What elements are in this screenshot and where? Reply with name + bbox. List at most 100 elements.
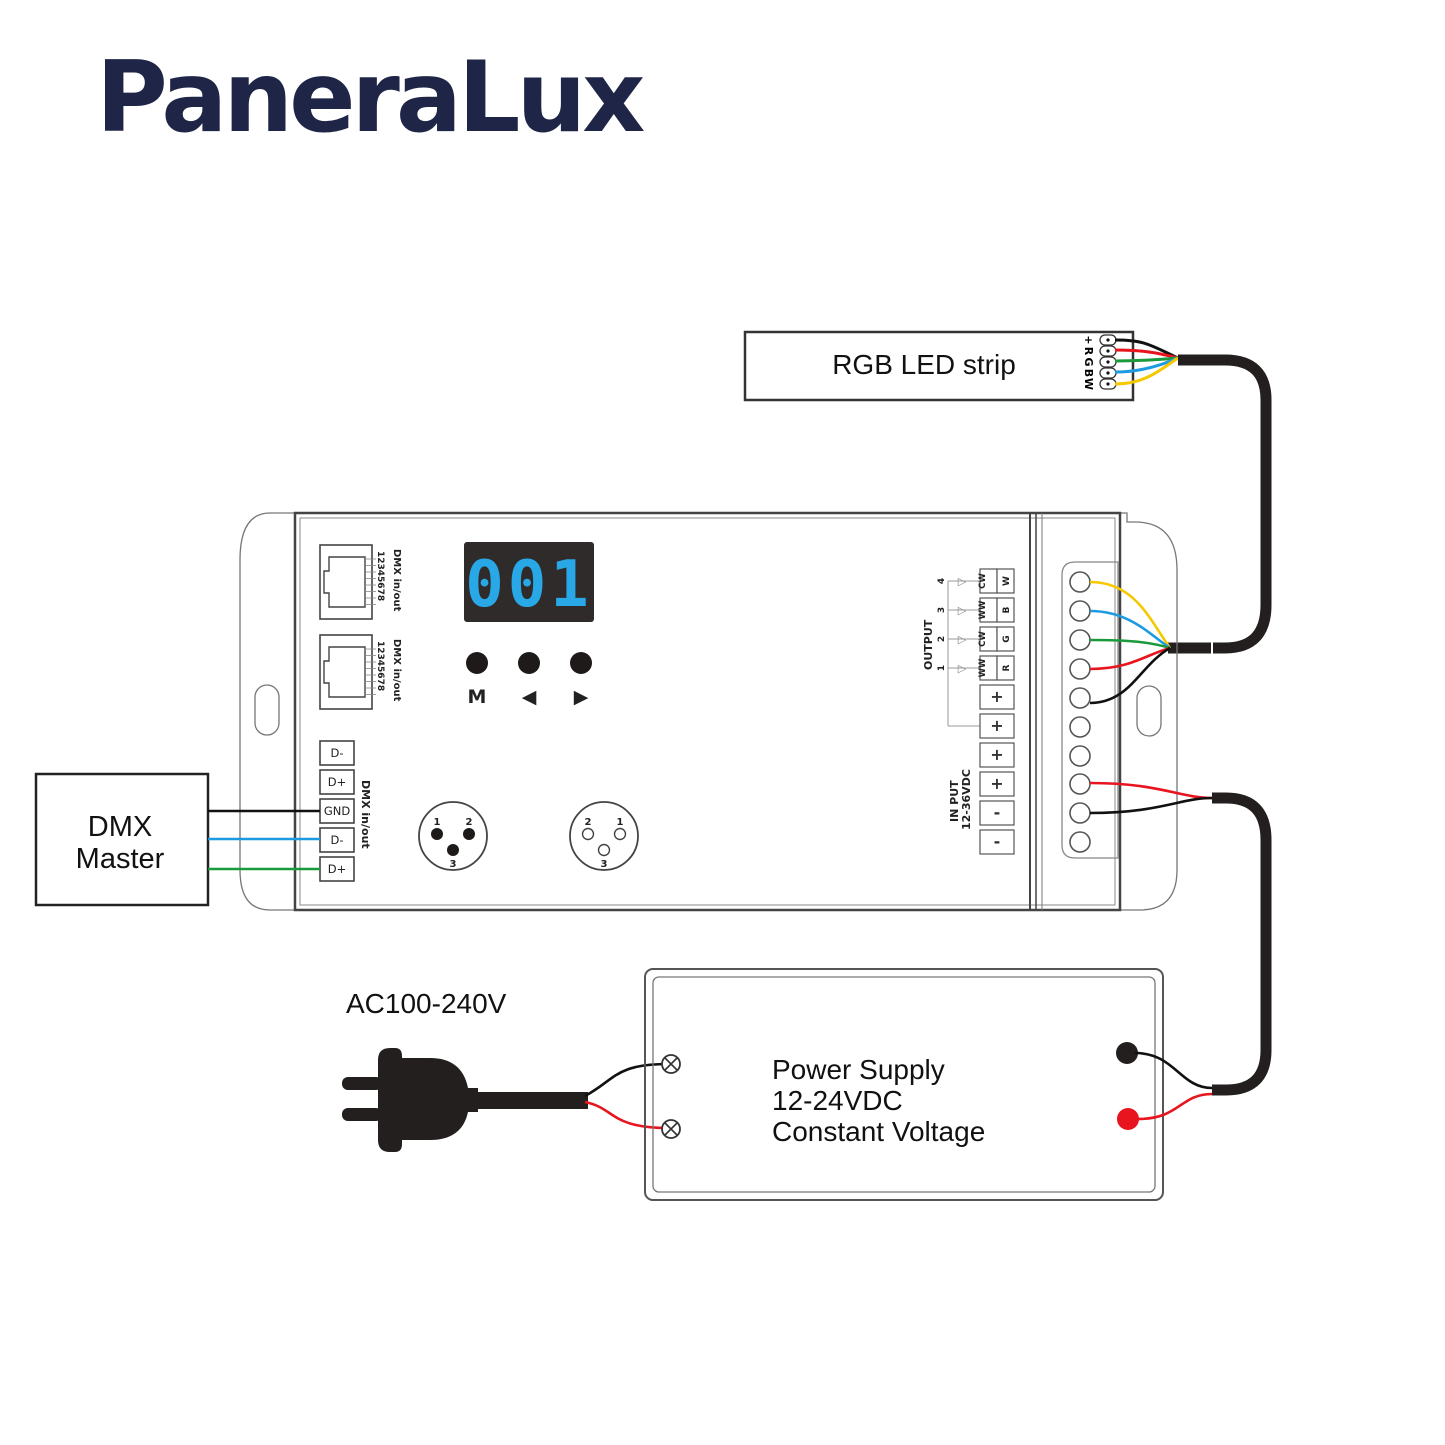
plug-prong-top xyxy=(342,1077,382,1090)
input-wires xyxy=(1089,781,1213,815)
xlr-female-connector: 2 1 3 xyxy=(569,801,639,871)
led-strip-label: RGB LED strip xyxy=(832,349,1016,380)
plug-body xyxy=(378,1048,478,1152)
mode-button[interactable]: M xyxy=(466,652,488,708)
psu-inner xyxy=(652,976,1156,1193)
strip-pin-label: R xyxy=(1082,347,1095,356)
brand-logo: PaneraLux xyxy=(96,41,645,155)
input-terminal xyxy=(979,742,1015,768)
output-terminal-bottom xyxy=(996,597,1015,623)
input-terminal xyxy=(979,800,1015,826)
output-terminal-bottom xyxy=(996,626,1015,652)
screw-terminal xyxy=(1069,745,1091,767)
led-display xyxy=(464,542,594,622)
rj45-label: DMX in/out xyxy=(391,639,402,702)
strip-pin-label: B xyxy=(1082,369,1095,377)
xlr-pin-number: 2 xyxy=(466,817,473,828)
mains-plug xyxy=(342,1048,588,1152)
out-wire-blue xyxy=(1089,609,1171,650)
left-button[interactable]: ◀ xyxy=(518,652,540,708)
xlr-shell xyxy=(418,801,488,871)
xlr-socket xyxy=(613,827,627,841)
xlr-pin-number: 1 xyxy=(434,817,441,828)
display-value: 001 xyxy=(465,548,593,622)
strip-wire-green xyxy=(1114,356,1179,363)
dmx-master: DMX Master xyxy=(34,772,210,907)
dmx-terminal xyxy=(319,740,355,766)
xlr-socket xyxy=(597,843,611,857)
mains-cord xyxy=(470,1092,588,1109)
left-mount-hole xyxy=(254,684,280,736)
output-terminal-top-label: CW xyxy=(978,631,988,647)
xlr-pin-number: 3 xyxy=(601,859,608,870)
mains-wire-black xyxy=(584,1062,669,1098)
psu-line3: Constant Voltage xyxy=(772,1116,985,1147)
xlr-male-connector: 1 2 3 xyxy=(418,801,488,871)
dmx-terminal-label: GND xyxy=(324,804,351,818)
screw-terminal xyxy=(1069,629,1091,651)
output-terminal-top-label: WW xyxy=(978,658,988,677)
led-symbol-icon: ▷ xyxy=(958,634,967,646)
output-channel-number: 2 xyxy=(937,636,947,642)
mains-label: AC100-240V xyxy=(346,988,507,1019)
screw-terminal xyxy=(1069,773,1091,795)
strip-pin-label: + xyxy=(1082,335,1095,344)
xlr-pin-number: 3 xyxy=(450,859,457,870)
controller-body xyxy=(293,511,1122,912)
input-voltage: 12-36VDC xyxy=(960,769,973,830)
dmx-terminal-label: D- xyxy=(330,833,343,847)
mode-button-cap[interactable] xyxy=(466,652,488,674)
plug-prong-bottom xyxy=(342,1108,382,1121)
left-button-cap[interactable] xyxy=(518,652,540,674)
right-button-label: ▶ xyxy=(574,686,589,708)
psu-wire-red xyxy=(1137,1092,1213,1121)
xlr-pin-number: 1 xyxy=(617,817,624,828)
out-wire-yellow xyxy=(1089,580,1172,649)
psu-outer xyxy=(644,968,1164,1201)
dmx-terminal-label: D+ xyxy=(328,862,347,876)
screw-terminal xyxy=(1069,687,1091,709)
output-channel-number: 1 xyxy=(937,665,947,671)
strip-pin-dot xyxy=(1106,382,1110,386)
right-button-cap[interactable] xyxy=(570,652,592,674)
right-mount-hole xyxy=(1136,685,1162,737)
psu-dc-negative xyxy=(1116,1042,1138,1064)
mains-wires xyxy=(584,1062,669,1130)
left-mounting-ear xyxy=(239,512,295,911)
xlr-pin xyxy=(463,828,475,840)
terminal-polarity: - xyxy=(994,803,1001,822)
control-buttons: M ◀ ▶ xyxy=(466,652,592,708)
mode-button-label: M xyxy=(468,686,487,708)
input-terminal xyxy=(979,829,1015,855)
led-symbol-icon: ▷ xyxy=(958,605,967,617)
common-terminal xyxy=(979,713,1015,739)
led-strip-body xyxy=(743,330,1135,402)
output-terminal-bottom xyxy=(996,655,1015,681)
dmx-terminal-label: D- xyxy=(330,746,343,760)
strip-pin-dot xyxy=(1106,349,1110,353)
output-terminal-bottom-label: B xyxy=(1002,606,1012,613)
xlr-pin-number: 2 xyxy=(585,817,592,828)
strip-wire-yellow xyxy=(1114,356,1179,386)
strip-pin-dot xyxy=(1106,371,1110,375)
screw-terminals xyxy=(1069,571,1091,853)
output-channel-number: 3 xyxy=(937,607,947,613)
right-button[interactable]: ▶ xyxy=(570,652,592,708)
out-wire-red xyxy=(1089,646,1171,671)
common-terminal xyxy=(979,684,1015,710)
cable-controller-to-psu xyxy=(1212,792,1272,1096)
rj45-housing xyxy=(319,544,373,620)
in-wire-red xyxy=(1089,781,1213,800)
led-symbol-icon: ▷ xyxy=(958,663,967,675)
input-label: IN PUT xyxy=(948,780,961,822)
output-terminal-top-label: CW xyxy=(978,573,988,589)
right-mounting-ear xyxy=(1120,512,1178,911)
screw-terminal xyxy=(1069,831,1091,853)
